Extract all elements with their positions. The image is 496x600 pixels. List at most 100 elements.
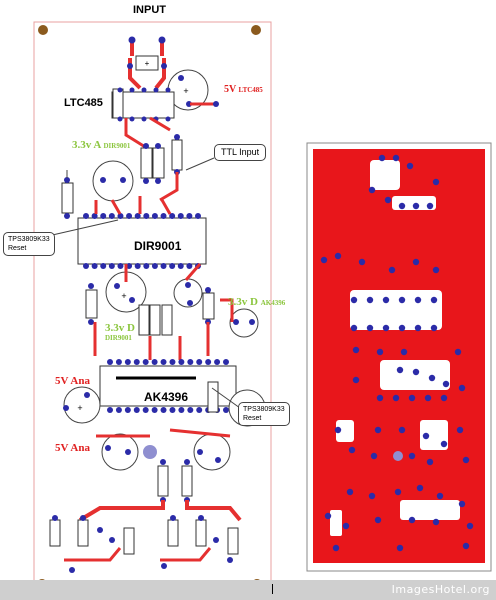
ak4396-pin-pad xyxy=(187,359,194,365)
ak4396-pin-pad xyxy=(223,359,229,365)
callout-tps-reset-right-line1: TPS3809K33 xyxy=(243,406,285,413)
dir9001-pin-pad xyxy=(134,263,141,269)
ltc485-chip xyxy=(111,87,175,152)
ak4396-pin-pad xyxy=(178,407,185,413)
copper-pad xyxy=(334,252,342,260)
copper-pad xyxy=(430,324,438,332)
dir9001-label: DIR9001 xyxy=(134,239,182,253)
copper-pad xyxy=(430,296,438,304)
ak4396-pin-pad xyxy=(124,407,131,413)
svg-text:+: + xyxy=(77,403,82,413)
dir9001-pin-pad xyxy=(160,263,167,269)
ltc485-label: LTC485 xyxy=(64,97,103,109)
supply-label-3v3a-value: 3.3v A xyxy=(72,139,101,151)
ak4396-pin-pad xyxy=(196,407,203,413)
dir9001-pin-pad xyxy=(151,263,158,269)
copper-pad xyxy=(346,488,354,496)
callout-tps-reset-right-line2: Reset xyxy=(243,415,262,422)
watermark: ImagesHotel.org xyxy=(391,583,490,596)
dir9001-pin-pad xyxy=(83,213,89,219)
ak4396-pin-pad xyxy=(151,359,158,365)
supply-label-3v3a: 3.3v A DIR9001 xyxy=(72,139,130,151)
dir9001-pin-pad xyxy=(117,263,124,269)
watermark-bar: ImagesHotel.org xyxy=(0,580,496,600)
copper-pad xyxy=(358,258,366,266)
cap-5v-ltc: + xyxy=(167,69,219,111)
supply-label-5v-ltc-sub: LTC485 xyxy=(238,86,263,94)
copper-pad xyxy=(412,202,420,210)
dir9001-pin-pad xyxy=(169,213,176,219)
output-section xyxy=(49,459,242,573)
svg-text:+: + xyxy=(183,86,188,96)
dir9001-pin-pad xyxy=(177,263,184,269)
callout-tps-reset-left: TPS3809K33 Reset xyxy=(3,232,55,256)
pcb-copper-bottom xyxy=(306,142,492,572)
copper-pad xyxy=(428,374,436,382)
copper-pad xyxy=(408,394,416,402)
copper-pad xyxy=(376,348,384,356)
ak4396-pin-pad xyxy=(178,359,185,365)
ak4396-pin-pad xyxy=(115,407,122,413)
ak4396-pin-pad xyxy=(142,407,149,413)
copper-pad xyxy=(376,394,384,402)
dir9001-pin-pad xyxy=(151,213,158,219)
copper-pad xyxy=(432,518,440,526)
supply-label-3v3d-dir: 3.3v D DIR9001 xyxy=(105,323,135,343)
copper-pad xyxy=(412,368,420,376)
mount-hole-tr xyxy=(251,25,261,35)
copper-pad xyxy=(408,452,416,460)
dir9001-pin-pad xyxy=(134,213,141,219)
copper-pad xyxy=(432,178,440,186)
supply-label-3v3d-ak-value: 3.3v D xyxy=(228,296,258,308)
copper-pad xyxy=(384,196,392,204)
ak4396-pin-pad xyxy=(133,407,140,413)
copper-pad xyxy=(396,366,404,374)
copper-pad xyxy=(368,492,376,500)
copper-pad xyxy=(462,456,470,464)
callout-tps-reset-right: TPS3809K33 Reset xyxy=(238,402,290,426)
svg-text:+: + xyxy=(145,59,150,68)
ak4396-pin-pad xyxy=(187,407,194,413)
dir9001-pin-pad xyxy=(100,213,107,219)
copper-pad xyxy=(382,324,390,332)
copper-pad xyxy=(350,324,358,332)
copper-pad xyxy=(374,516,382,524)
supply-label-3v3d-ak-sub: AK4396 xyxy=(260,299,286,307)
ak4396-chip xyxy=(99,359,237,413)
copper-pad xyxy=(416,484,424,492)
copper-pad xyxy=(366,296,374,304)
dir9001-pin-pad xyxy=(143,213,150,219)
dir9001-pin-pad xyxy=(91,263,98,269)
ak4396-pin-pad xyxy=(214,359,221,365)
ak4396-pin-pad xyxy=(160,407,167,413)
copper-pad xyxy=(392,154,400,162)
ak4396-pin-pad xyxy=(133,359,140,365)
ak4396-pin-pad xyxy=(205,359,212,365)
callout-ttl-input: TTL Input xyxy=(214,144,267,161)
copper-pad xyxy=(466,522,474,530)
dir9001-pin-pad xyxy=(126,263,133,269)
cap-3v3a xyxy=(61,160,134,219)
dir9001-pin-pad xyxy=(186,213,193,219)
ttl-resistors xyxy=(140,134,183,202)
ak4396-pin-pad xyxy=(169,359,176,365)
callout-tps-reset-left-line1: TPS3809K33 xyxy=(8,236,50,243)
copper-pad xyxy=(442,380,450,388)
copper-pad xyxy=(382,296,390,304)
dir9001-chip xyxy=(77,196,207,269)
copper-pad xyxy=(374,426,382,434)
dir9001-pin-pad xyxy=(195,213,201,219)
dir9001-pin-pad xyxy=(160,213,167,219)
dir9001-pin-pad xyxy=(83,263,89,269)
ak4396-pin-pad xyxy=(115,359,122,365)
copper-pad xyxy=(458,500,466,508)
copper-pad xyxy=(398,202,406,210)
copper-pad xyxy=(398,324,406,332)
supply-label-5v-ltc-value: 5V xyxy=(224,84,237,95)
callout-tps-reset-left-line2: Reset xyxy=(8,245,27,252)
dir9001-pin-pad xyxy=(177,213,184,219)
supply-label-3v3d-dir-value: 3.3v D xyxy=(105,322,135,334)
supply-label-5v-ana-1: 5V Ana xyxy=(55,375,90,387)
supply-label-3v3d-dir-sub: DIR9001 xyxy=(105,334,132,342)
